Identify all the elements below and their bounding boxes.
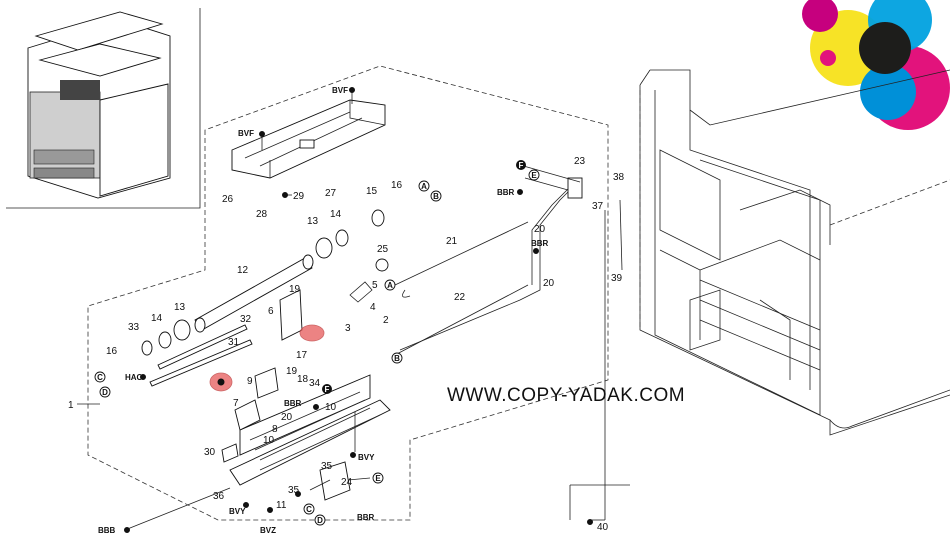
callout: 10 [325,402,337,413]
callout: 23 [574,156,586,167]
machine-thumbnail [6,8,201,209]
callout: 31 [228,337,240,348]
callout: 1 [68,400,74,411]
marker-a: A [387,281,393,290]
highlight-17 [299,324,325,342]
callout: 35 [321,461,333,472]
marker-d: D [102,388,108,397]
brand-logo [802,0,950,130]
logo-circle [820,50,836,66]
assembly-boundary [87,65,609,521]
thumb-detail [60,80,100,100]
callout: 18 [297,374,309,385]
callout: 29 [293,191,305,202]
main-frame-assembly [221,289,391,501]
callout: 33 [128,322,140,333]
thumb-tray [33,149,95,165]
callout: 27 [325,188,337,199]
callout: 14 [151,313,163,324]
duct-cover [231,99,386,179]
callout: 38 [613,172,625,183]
callout: 3 [345,323,351,334]
ref-bvf: BVF [238,129,254,138]
callout: 26 [222,194,234,205]
callout: 39 [611,273,623,284]
callout: 19 [289,284,301,295]
thumb-panel [29,91,101,179]
callout: 24 [341,477,353,488]
logo-circle [802,0,838,32]
leader-lines [77,92,630,531]
callout: 17 [296,350,308,361]
ref-bvz: BVZ [260,526,276,535]
callout: 20 [534,224,546,235]
callout: 12 [237,265,249,276]
highlight-marks [209,324,325,392]
thumb-tray [33,167,95,179]
rollers [141,209,389,356]
marker-e: E [531,171,537,180]
callout: 19 [286,366,298,377]
callout: 2 [383,315,389,326]
marker-f: F [325,385,330,394]
callout: 36 [213,491,225,502]
logo-circle [859,22,911,74]
callout: 20 [281,412,293,423]
marker-b: B [394,354,400,363]
callout: 40 [597,522,609,533]
callout: 30 [204,447,216,458]
callout: 22 [454,292,466,303]
ref-bbb: BBB [98,526,116,535]
callout: 21 [446,236,458,247]
callout: 5 [372,280,378,291]
callout: 37 [592,201,604,212]
machine-frame [639,69,950,436]
ref-bbr: BBR [497,188,515,197]
ref-bvy: BVY [229,507,246,516]
marker-c: C [306,505,312,514]
callout: 34 [309,378,321,389]
callout: 35 [288,485,300,496]
callout: 16 [391,180,403,191]
reference-codes: BVF BVF BBR BBR BBR BBR HAO BVY BVY BVZ … [98,86,549,535]
callout: 20 [543,278,555,289]
callout: 8 [272,424,278,435]
callout: 7 [233,398,239,409]
marker-f: F [519,161,524,170]
marker-d: D [317,516,323,525]
marker-a: A [421,182,427,191]
marker-b: B [433,192,439,201]
screws [124,87,593,533]
ref-bbr: BBR [357,513,375,522]
ref-hao: HAO [125,373,143,382]
callout: 4 [370,302,376,313]
marker-e: E [375,474,381,483]
ref-bvy: BVY [358,453,375,462]
callout: 32 [240,314,252,325]
watermark-text: WWW.COPY-YADAK.COM [447,385,685,406]
callout: 9 [247,376,253,387]
callout: 13 [307,216,319,227]
part-callouts: 1 2 3 4 5 6 7 8 9 10 10 11 12 13 13 14 1… [68,156,625,533]
ref-bbr: BBR [531,239,549,248]
callout: 11 [276,500,287,511]
callout: 13 [174,302,186,313]
guide-rods [149,221,529,387]
callout: 28 [256,209,268,220]
letter-markers: A B A B C D C D E E F F [94,160,540,526]
ref-bbr: BBR [284,399,302,408]
wire-harness [399,164,583,351]
marker-c: C [97,373,103,382]
callout: 14 [330,209,342,220]
callout: 6 [268,306,274,317]
callout: 15 [366,186,378,197]
callout: 25 [377,244,389,255]
logo-circle [860,64,916,120]
ref-bvf: BVF [332,86,348,95]
callout: 10 [263,435,275,446]
callout: 16 [106,346,118,357]
